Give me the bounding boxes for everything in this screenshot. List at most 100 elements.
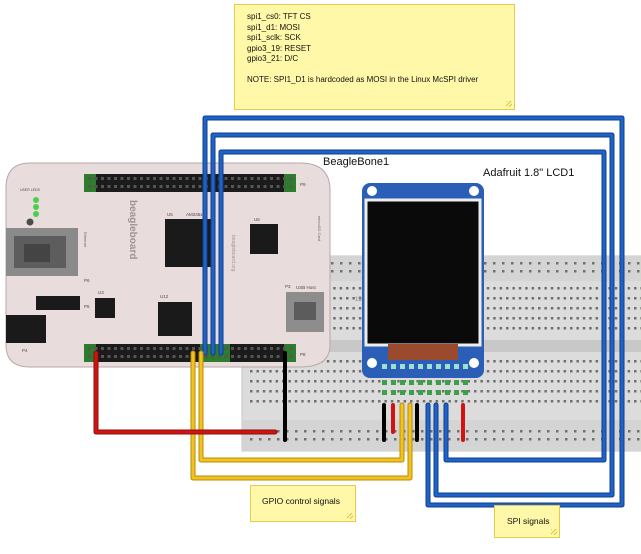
- breadboard-hole: [518, 317, 522, 320]
- breadboard-hole: [550, 297, 554, 300]
- breadboard-hole: [506, 400, 509, 403]
- breadboard-hole: [563, 297, 567, 300]
- breadboard-hole: [358, 287, 362, 290]
- header-pin: [185, 347, 189, 350]
- breadboard-hole: [339, 287, 343, 290]
- breadboard-hole: [499, 307, 503, 310]
- breadboard-hole: [416, 390, 419, 393]
- breadboard-hole: [385, 438, 388, 441]
- header-pin: [276, 355, 280, 358]
- pin-line-4: gpio3_19: RESET: [247, 43, 312, 53]
- breadboard-hole: [614, 317, 618, 320]
- header-pin: [237, 355, 241, 358]
- breadboard-hole: [512, 307, 515, 310]
- breadboard-hole: [307, 390, 311, 393]
- breadboard-hole: [589, 380, 592, 383]
- breadboard-hole: [628, 270, 631, 273]
- header-pin: [114, 177, 117, 180]
- breadboard-hole: [378, 380, 381, 383]
- breadboard-hole: [512, 287, 515, 290]
- breadboard-hole: [474, 380, 477, 383]
- resize-grip[interactable]: [506, 101, 512, 107]
- breadboard-hole: [531, 307, 535, 310]
- svg-text:U6: U6: [254, 217, 260, 222]
- breadboard-hole: [475, 438, 478, 441]
- breadboard-hole: [486, 327, 490, 330]
- header-pin: [120, 185, 124, 188]
- breadboard-hole: [340, 438, 343, 441]
- breadboard-hole: [486, 380, 490, 383]
- breadboard-hole: [538, 327, 541, 330]
- header-pin: [88, 347, 91, 350]
- header-pin: [114, 185, 117, 188]
- beaglebone-logo: beagleboard: [127, 200, 138, 259]
- breadboard-hole: [358, 307, 362, 310]
- breadboard-hole: [442, 380, 445, 383]
- header-pin: [146, 185, 150, 188]
- breadboard-hole: [544, 317, 547, 320]
- breadboard-hole: [628, 430, 631, 433]
- breadboard-hole: [314, 370, 317, 373]
- breadboard-hole: [627, 287, 631, 290]
- breadboard-hole: [439, 438, 442, 441]
- header-pin: [127, 177, 130, 180]
- breadboard-hole: [570, 307, 573, 310]
- breadboard-hole: [493, 380, 496, 383]
- header-pin: [114, 347, 117, 350]
- header-pin: [192, 347, 195, 350]
- breadboard-hole: [250, 370, 253, 373]
- lcd-screen: [364, 198, 482, 347]
- resize-grip[interactable]: [347, 513, 353, 519]
- header-pin: [140, 347, 143, 350]
- resize-grip[interactable]: [551, 529, 557, 535]
- breadboard-hole: [614, 307, 618, 310]
- breadboard-hole: [346, 327, 349, 330]
- breadboard-hole: [506, 370, 509, 373]
- wires: [93, 115, 625, 508]
- breadboard-hole: [627, 307, 631, 310]
- breadboard-hole: [333, 380, 336, 383]
- pin-mapping-note: spi1_cs0: TFT CS spi1_d1: MOSI spi1_sclk…: [234, 4, 515, 110]
- breadboard-hole: [614, 287, 618, 290]
- header-pin: [179, 177, 182, 180]
- breadboard-hole: [466, 430, 469, 433]
- breadboard-hole: [484, 430, 487, 433]
- lcd-header-pin: [391, 364, 396, 369]
- header-pin: [263, 355, 267, 358]
- breadboard-hole: [421, 438, 424, 441]
- header-pin: [159, 347, 163, 350]
- breadboard-hole: [486, 287, 490, 290]
- breadboard-hole: [520, 430, 523, 433]
- breadboard-hole: [346, 360, 349, 363]
- pin-line-2: spi1_d1: MOSI: [247, 22, 300, 32]
- gpio-signals-label: GPIO control signals: [262, 496, 340, 506]
- header-pin: [133, 177, 137, 180]
- lcd-header-pin: [454, 380, 459, 385]
- breadboard-hole: [378, 390, 381, 393]
- breadboard-hole: [538, 287, 541, 290]
- breadboard-hole: [333, 390, 336, 393]
- breadboard-hole: [574, 270, 577, 273]
- breadboard-hole: [339, 297, 343, 300]
- lcd-header-pin: [418, 364, 423, 369]
- breadboard-hole: [531, 297, 535, 300]
- breadboard-hole: [484, 438, 487, 441]
- breadboard-hole: [570, 317, 573, 320]
- breadboard-hole: [358, 380, 362, 383]
- breadboard-hole: [570, 327, 573, 330]
- breadboard-hole: [544, 370, 547, 373]
- lcd-header-pin: [454, 364, 459, 369]
- breadboard-hole: [506, 297, 509, 300]
- header-pin: [270, 347, 273, 350]
- breadboard-hole: [595, 327, 599, 330]
- breadboard-hole: [506, 317, 509, 320]
- breadboard-hole: [595, 307, 599, 310]
- breadboard-hole: [307, 370, 311, 373]
- breadboard-hole: [595, 380, 599, 383]
- driver-note: NOTE: SPI1_D1 is hardcoded as MOSI in th…: [247, 74, 479, 84]
- breadboard-hole: [576, 287, 579, 290]
- breadboard-hole: [518, 297, 522, 300]
- breadboard-hole: [563, 400, 567, 403]
- lcd-header-pin: [382, 364, 387, 369]
- breadboard-hole: [557, 327, 560, 330]
